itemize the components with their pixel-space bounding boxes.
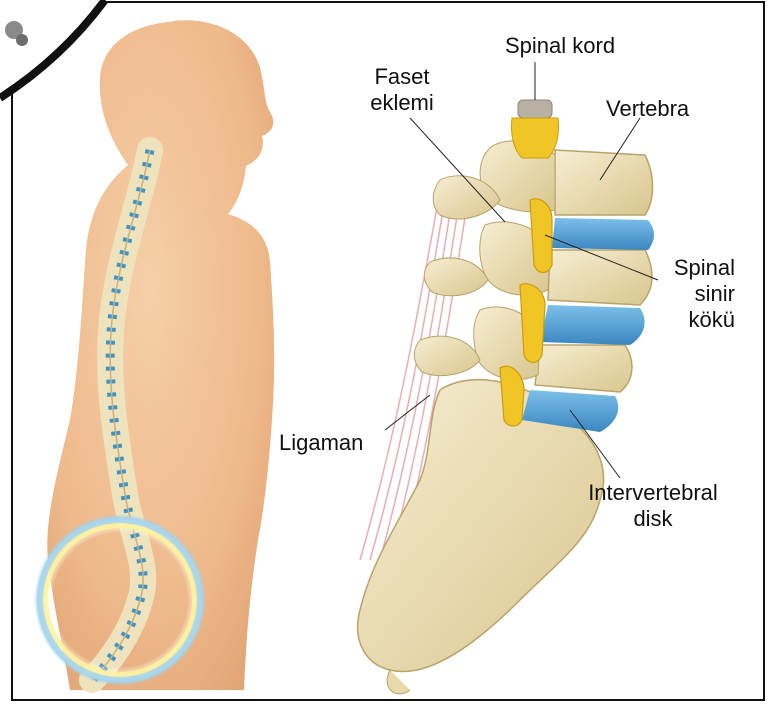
label-ligament: Ligaman bbox=[279, 430, 363, 456]
label-spinal-cord: Spinal kord bbox=[505, 33, 615, 59]
label-facet-joint-line1: Faset bbox=[360, 64, 444, 90]
label-facet-joint: Faset eklemi bbox=[360, 64, 444, 116]
label-nerve-root-line3: kökü bbox=[655, 307, 735, 333]
label-disc-line1: Intervertebral bbox=[568, 480, 738, 506]
label-spinal-nerve-root: Spinal sinir kökü bbox=[655, 255, 735, 333]
label-disc-line2: disk bbox=[568, 506, 738, 532]
label-nerve-root-line1: Spinal bbox=[655, 255, 735, 281]
label-facet-joint-line2: eklemi bbox=[360, 90, 444, 116]
label-vertebra: Vertebra bbox=[606, 96, 689, 122]
lumbar-highlight-ring bbox=[34, 514, 206, 686]
label-nerve-root-line2: sinir bbox=[655, 281, 735, 307]
intervertebral-disc bbox=[540, 305, 645, 345]
spinal-cord bbox=[511, 100, 558, 158]
label-intervertebral-disc: Intervertebral disk bbox=[568, 480, 738, 532]
intervertebral-disc bbox=[552, 218, 654, 250]
